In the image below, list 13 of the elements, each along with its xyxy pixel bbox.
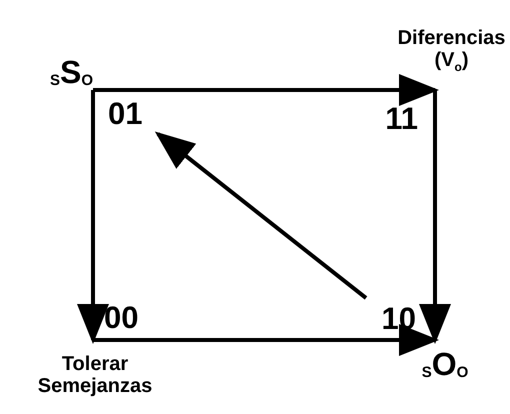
code-label: 01 [108,98,142,129]
code-label: 10 [382,303,416,334]
arrow [93,324,439,356]
corner-label: $_{S}$S$_{O}$ [50,54,93,90]
arrow [77,90,109,344]
corner-label: Diferencias (V$_{o}$) [396,27,506,75]
corner-label: $_{S}$O$_{O}$ [422,347,468,383]
corner-label: Tolerar Semejanzas [36,353,154,397]
arrow [419,90,451,344]
arrow [93,74,439,106]
code-label: 11 [385,103,418,134]
arrow [154,132,368,300]
code-label: 00 [104,302,138,333]
